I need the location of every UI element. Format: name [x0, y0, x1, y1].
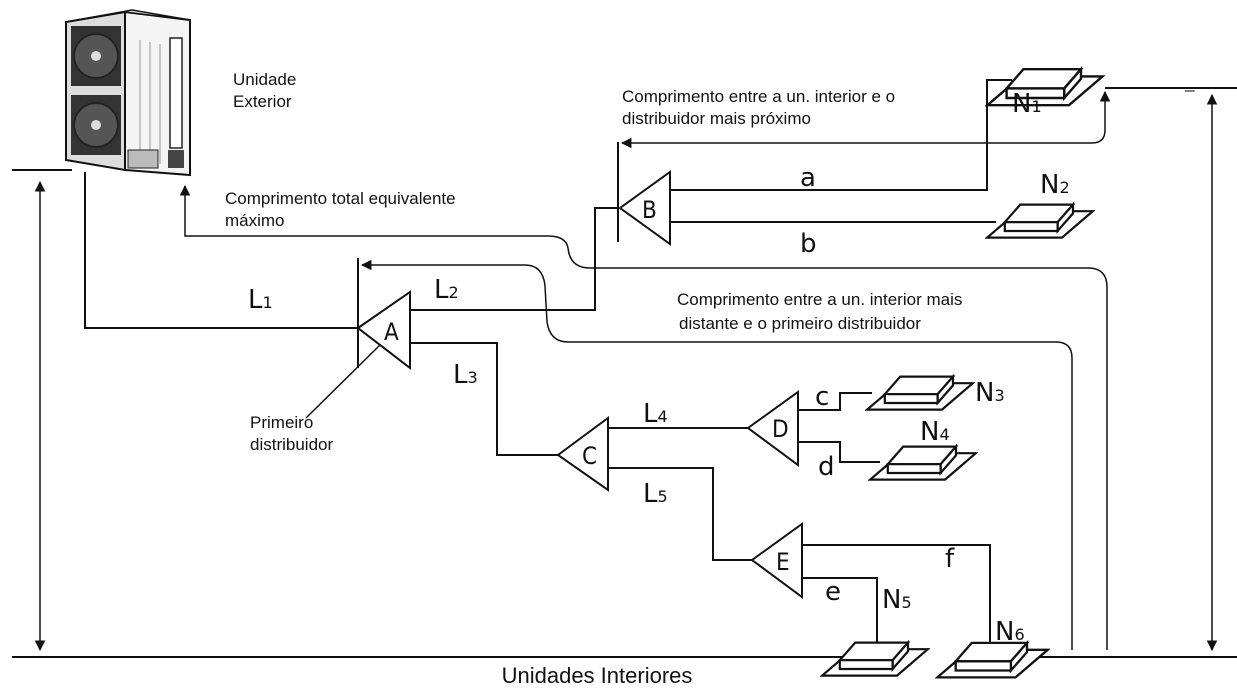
pipe-l4-label: L4: [643, 399, 668, 429]
distributor-e-label: E: [776, 548, 790, 576]
distributor-d-label: D: [772, 415, 789, 443]
nearest-length-path: [620, 90, 1111, 149]
nearest-length-label-2: distribuidor mais próximo: [622, 109, 811, 128]
farthest-length-label-2: distante e o primeiro distribuidor: [679, 314, 921, 333]
indoor-unit-n6: [936, 641, 1049, 679]
indoor-unit-n2-label: N2: [1040, 170, 1070, 200]
indoor-unit-n4: [869, 445, 977, 481]
max-total-length-path: [179, 184, 1108, 650]
pipe-f-label: f: [945, 544, 955, 574]
outdoor-unit: [65, 9, 191, 177]
indoor-unit-n6-label: N6: [995, 617, 1025, 647]
distributor-e: E: [750, 522, 803, 599]
pipe-l5-label: L5: [643, 479, 668, 509]
distributor-c-label: C: [582, 442, 597, 470]
distributor-b-label: B: [642, 196, 657, 224]
height-arrows: [34, 93, 1218, 652]
main-piping: [84, 79, 1012, 650]
first-distributor-label-2: distribuidor: [250, 435, 333, 454]
distributor-c: C: [556, 416, 609, 492]
outdoor-unit-label-1: Unidade: [233, 70, 296, 89]
pipe-c-label: c: [815, 382, 829, 412]
indoor-units-caption: Unidades Interiores: [502, 663, 693, 688]
indoor-unit-n5: [821, 641, 929, 677]
distributor-a-label: A: [384, 318, 399, 346]
first-distributor-pointer: [305, 344, 381, 419]
outdoor-unit-label-2: Exterior: [233, 92, 292, 111]
reference-lines: _: [12, 73, 1237, 658]
max-total-length-label-1: Comprimento total equivalente: [225, 189, 456, 208]
pipe-a-label: a: [800, 163, 816, 193]
distributor-a: A: [356, 290, 411, 371]
dash-mark: _: [1184, 73, 1195, 92]
indoor-unit-n4-label: N4: [920, 417, 950, 447]
max-total-length-label-2: máximo: [225, 211, 285, 230]
pipe-b-label: b: [800, 229, 817, 259]
pipe-l1-label: L1: [248, 285, 273, 315]
distributor-d: D: [746, 390, 799, 467]
indoor-unit-n1: [986, 67, 1104, 107]
indoor-unit-n2: [986, 203, 1094, 239]
pipe-e-label: e: [825, 577, 841, 607]
pipe-d-label: d: [818, 452, 835, 482]
nearest-length-label-1: Comprimento entre a un. interior e o: [622, 87, 895, 106]
pipe-l3-label: L3: [453, 360, 478, 390]
first-distributor-label-1: Primeiro: [250, 413, 313, 432]
indoor-unit-n3-label: N3: [975, 378, 1005, 408]
pipe-l2-label: L2: [434, 275, 459, 305]
distributor-b: B: [618, 170, 671, 246]
indoor-unit-n3: [866, 375, 974, 411]
indoor-unit-n5-label: N5: [882, 585, 912, 615]
farthest-length-path: [360, 259, 1073, 650]
farthest-length-label-1: Comprimento entre a un. interior mais: [677, 290, 962, 309]
